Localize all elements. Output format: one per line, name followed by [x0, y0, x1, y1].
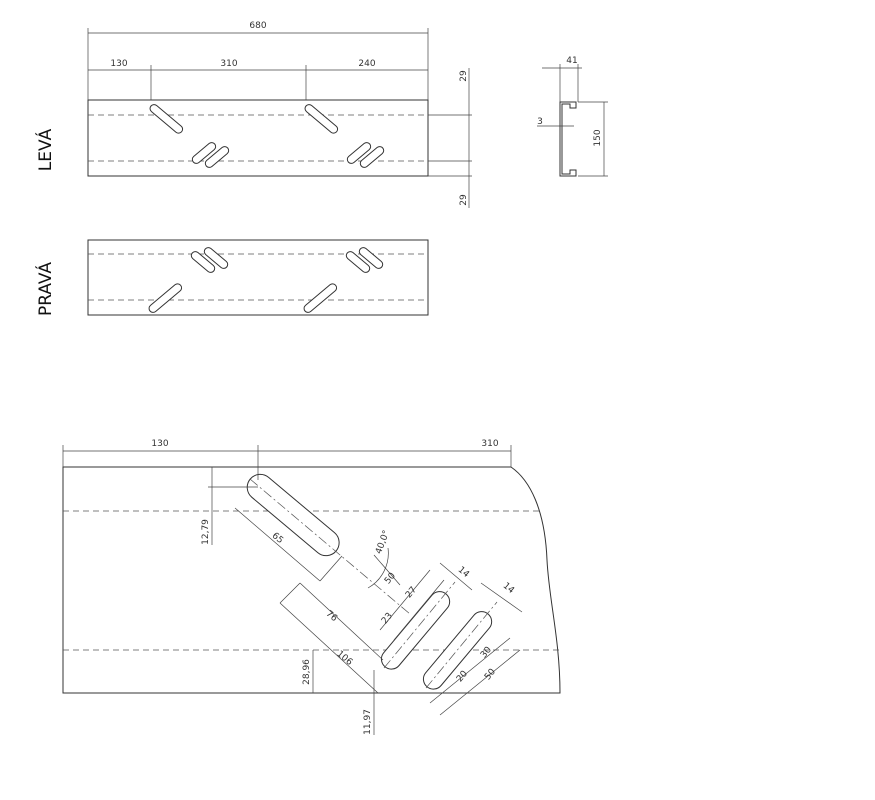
left-part-view	[87, 99, 429, 177]
right-part-view	[87, 239, 429, 316]
dim-edge-bottom: 29	[459, 194, 469, 206]
dim-profile-width: 41	[566, 56, 577, 66]
dim-v-2896: 28,96	[302, 659, 312, 685]
dim-detail-offset: 130	[151, 439, 168, 449]
dim-seg2: 310	[220, 59, 237, 69]
dim-seg3: 240	[358, 59, 375, 69]
detail-view: 130 310 12,79 65 40,0° 76 106 28,96 11,9…	[62, 439, 561, 735]
label-right-part: PRAVÁ	[34, 262, 56, 316]
dim-seg1: 130	[110, 59, 127, 69]
dim-overall: 680	[249, 21, 266, 31]
dim-edge-top: 29	[459, 70, 469, 82]
profile-section: 41 3 150	[537, 56, 608, 177]
dim-v-offset: 12,79	[201, 519, 211, 545]
dim-profile-lip: 3	[537, 117, 543, 127]
label-left-part: LEVÁ	[34, 128, 56, 171]
dim-v-1197: 11,97	[363, 709, 373, 735]
dim-detail-second: 310	[481, 439, 498, 449]
top-view-dimensions: 680 130 310 240 29 29	[87, 21, 472, 208]
dim-profile-height: 150	[593, 129, 603, 146]
